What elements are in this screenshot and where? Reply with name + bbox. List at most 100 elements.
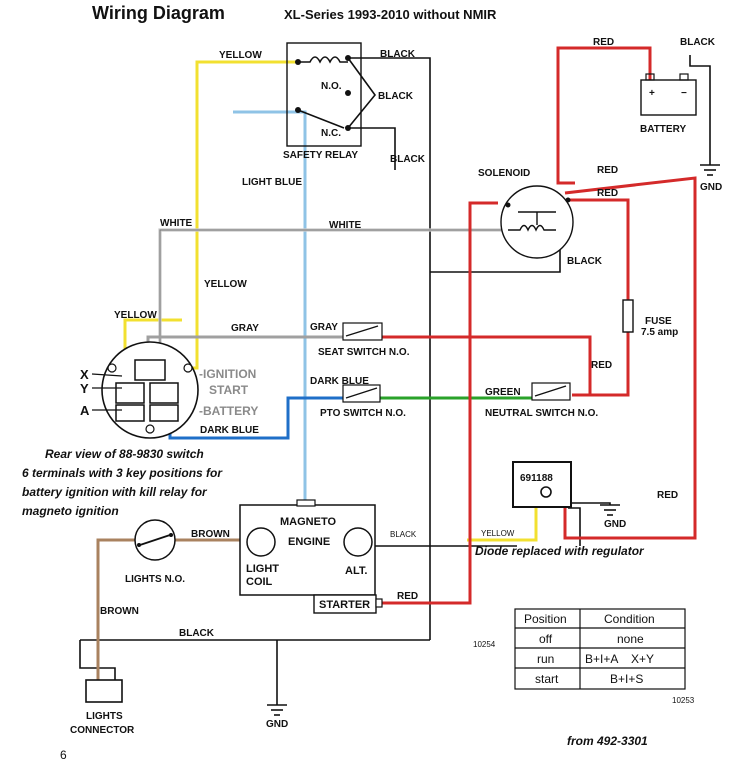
- fuse-label: FUSE: [645, 316, 672, 327]
- table-header-position: Position: [524, 612, 567, 626]
- label-red-regulator: RED: [657, 490, 678, 501]
- relay-coil: [298, 56, 348, 64]
- light-coil-label-1: LIGHT: [246, 563, 279, 575]
- seat-gray-label: GRAY: [310, 322, 338, 333]
- ign-a-label: A: [80, 403, 90, 418]
- battery: + − BATTERY: [640, 73, 697, 135]
- lights-connector: LIGHTS CONNECTOR: [70, 679, 135, 736]
- ign-start-label: START: [209, 383, 249, 397]
- lights-connector-label-2: CONNECTOR: [70, 725, 135, 736]
- diode-note: Diode replaced with regulator: [475, 544, 645, 558]
- gnd-label-battery: GND: [700, 182, 722, 193]
- table-header-condition: Condition: [604, 612, 655, 626]
- ign-y-label: Y: [80, 381, 89, 396]
- gnd-label-regulator: GND: [604, 519, 626, 530]
- red-wire-regulator: [563, 176, 697, 540]
- seat-switch: GRAY SEAT SWITCH N.O.: [310, 322, 410, 358]
- note-line-3: battery ignition with kill relay for: [22, 485, 208, 499]
- page-number: 6: [60, 748, 67, 762]
- label-red-neutral: RED: [591, 360, 612, 371]
- relay-nc-label: N.C.: [321, 128, 341, 139]
- ign-x-label: X: [80, 367, 89, 382]
- label-brown-top: BROWN: [191, 529, 230, 540]
- battery-minus: −: [681, 88, 687, 99]
- label-yellow-top: YELLOW: [219, 50, 262, 61]
- yellow-wire-regulator: [467, 505, 538, 542]
- light-coil-label-2: COIL: [246, 576, 273, 588]
- seat-switch-label: SEAT SWITCH N.O.: [318, 347, 410, 358]
- label-light-blue: LIGHT BLUE: [242, 177, 302, 188]
- ign-ignition-label: -IGNITION: [199, 367, 256, 381]
- code-10254: 10254: [473, 640, 496, 649]
- alt-label: ALT.: [345, 565, 367, 577]
- label-red-solenoid-1: RED: [597, 165, 618, 176]
- fuse-rating: 7.5 amp: [641, 327, 678, 338]
- diagram-title: Wiring Diagram: [92, 3, 225, 23]
- battery-label: BATTERY: [640, 124, 686, 135]
- light-blue-wire: [233, 110, 307, 505]
- lights-switch: LIGHTS N.O.: [125, 519, 185, 585]
- green-label: GREEN: [485, 387, 521, 398]
- label-black-top: BLACK: [380, 49, 416, 60]
- table-row-1-position: run: [537, 652, 554, 666]
- label-black-alt: BLACK: [390, 530, 417, 539]
- red-wire-starter: [378, 201, 498, 605]
- label-red-starter: RED: [397, 591, 418, 602]
- red-wire-fuse-top: [568, 198, 630, 300]
- pto-dark-blue-label: DARK BLUE: [310, 376, 369, 387]
- regulator: 691188: [512, 461, 572, 508]
- label-white-mid: WHITE: [329, 220, 362, 231]
- engine-label: ENGINE: [288, 536, 330, 548]
- starter-label: STARTER: [319, 599, 370, 611]
- black-wire-battery-gnd: [689, 55, 711, 165]
- label-white-left: WHITE: [160, 218, 193, 229]
- wire-labels: YELLOW BLACK BLACK BLACK LIGHT BLUE WHIT…: [100, 37, 716, 639]
- label-black-relay: BLACK: [378, 91, 414, 102]
- note-line-2: 6 terminals with 3 key positions for: [22, 466, 223, 480]
- table-row-0-position: off: [539, 632, 553, 646]
- ignition-note: Rear view of 88-9830 switch 6 terminals …: [22, 447, 223, 518]
- label-black-side: BLACK: [390, 154, 426, 165]
- diagram-subtitle: XL-Series 1993-2010 without NMIR: [284, 7, 497, 22]
- label-black-solenoid: BLACK: [567, 256, 603, 267]
- gnd-symbol-battery: [700, 164, 720, 176]
- ign-battery-label: -BATTERY: [199, 404, 258, 418]
- position-table: Position Condition off none run B+I+A X+…: [514, 608, 686, 690]
- red-wire-battery: [556, 46, 652, 185]
- battery-plus: +: [649, 88, 655, 99]
- note-line-4: magneto ignition: [22, 504, 119, 518]
- label-black-battery: BLACK: [680, 37, 716, 48]
- relay-no-label: N.O.: [321, 81, 342, 92]
- source-note: from 492-3301: [567, 734, 648, 748]
- lights-connector-label-1: LIGHTS: [86, 711, 123, 722]
- label-red-battery: RED: [593, 37, 614, 48]
- engine: MAGNETO ENGINE LIGHT COIL ALT. STARTER: [239, 499, 383, 614]
- colored-wires: [96, 46, 697, 680]
- code-10253: 10253: [672, 696, 695, 705]
- pto-switch-label: PTO SWITCH N.O.: [320, 408, 406, 419]
- black-wire-relay-main: [348, 57, 431, 640]
- fuse: FUSE 7.5 amp: [622, 299, 678, 338]
- lights-label: LIGHTS N.O.: [125, 574, 185, 585]
- red-wire-seat: [382, 335, 592, 395]
- gnd-label-engine: GND: [266, 719, 288, 730]
- label-brown-side: BROWN: [100, 606, 139, 617]
- pto-switch: DARK BLUE PTO SWITCH N.O.: [310, 376, 406, 419]
- neutral-switch: GREEN NEUTRAL SWITCH N.O.: [485, 382, 598, 419]
- regulator-part-number: 691188: [520, 473, 553, 484]
- black-wires: [79, 55, 711, 705]
- label-gray: GRAY: [231, 323, 259, 334]
- gnd-symbol-regulator: [600, 504, 620, 516]
- label-black-bottom: BLACK: [179, 628, 215, 639]
- label-red-solenoid-2: RED: [597, 188, 618, 199]
- table-row-0-condition: none: [617, 632, 644, 646]
- black-wire-relay-loop: [347, 57, 377, 129]
- label-yellow-mid: YELLOW: [204, 279, 247, 290]
- gnd-symbol-engine: [267, 704, 287, 716]
- ign-dark-blue-label: DARK BLUE: [200, 425, 259, 436]
- ignition-switch: X Y A -IGNITION START -BATTERY YELLOW DA…: [80, 310, 259, 439]
- safety-relay-label: SAFETY RELAY: [283, 150, 358, 161]
- ign-yellow-label: YELLOW: [114, 310, 157, 321]
